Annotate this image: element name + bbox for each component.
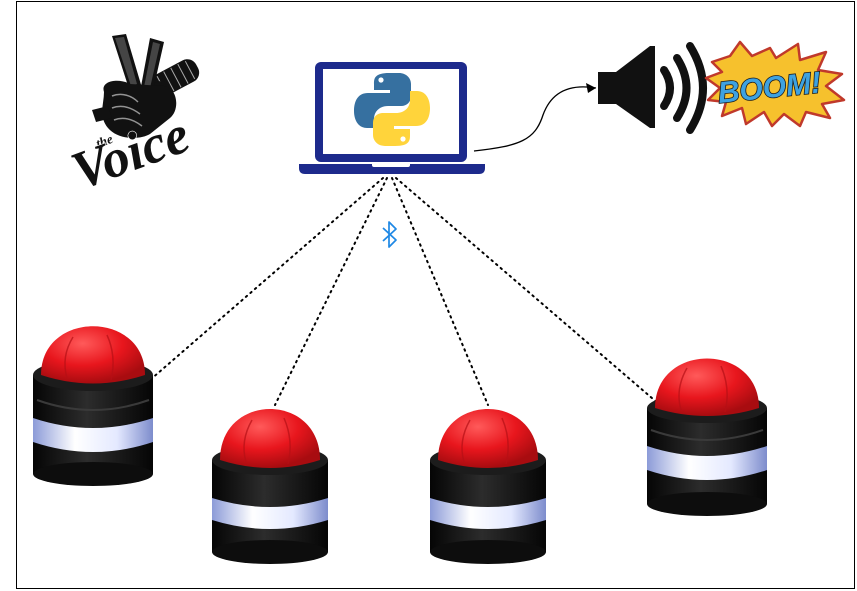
logo-the-text: the <box>94 131 115 151</box>
buzzer-button-1 <box>33 326 153 486</box>
buzzer-button-3 <box>430 409 546 564</box>
link-buzzer-4 <box>395 177 661 406</box>
wireless-links <box>149 177 661 406</box>
link-buzzer-3 <box>391 177 489 406</box>
audio-cable-arrowhead <box>586 83 596 93</box>
python-logo-icon <box>354 73 430 146</box>
boom-burst-icon: BOOM! <box>704 40 846 128</box>
buzzer-button-2 <box>212 409 328 564</box>
bluetooth-icon <box>382 221 397 248</box>
link-buzzer-2 <box>274 177 388 406</box>
the-voice-logo: the Voice <box>63 34 200 202</box>
laptop-icon <box>299 62 485 174</box>
victory-hand-icon <box>92 34 177 138</box>
link-buzzer-1 <box>149 177 384 381</box>
buzzer-button-4 <box>647 358 767 516</box>
speaker-icon <box>598 42 707 134</box>
audio-cable <box>473 86 597 152</box>
